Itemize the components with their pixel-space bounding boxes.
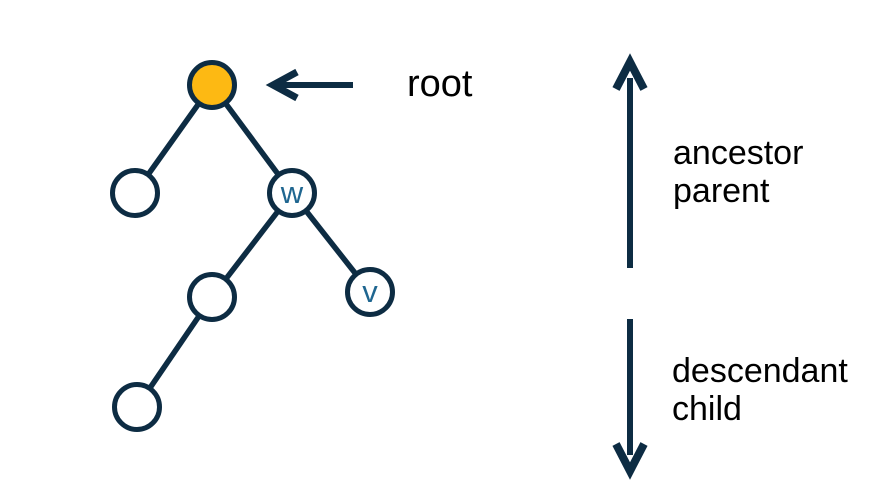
tree-node-w-left xyxy=(187,272,237,322)
tree-node-w-left-left xyxy=(112,382,162,432)
descendant-arrow xyxy=(612,319,648,480)
ancestor-arrow xyxy=(612,53,648,268)
nodes-layer: wv xyxy=(110,60,395,432)
tree-node-v xyxy=(345,267,395,317)
descendant-label-line: descendant xyxy=(672,352,848,390)
arrow-down-head-icon xyxy=(612,442,648,480)
root-arrow xyxy=(265,68,353,102)
child-label-line: child xyxy=(672,390,742,428)
tree-node-left-child xyxy=(110,168,160,218)
tree-node-label-v: v xyxy=(362,274,378,309)
edges-layer xyxy=(132,83,373,409)
tree-node-label-w: w xyxy=(280,175,304,210)
arrow-up-head-icon xyxy=(612,53,648,91)
tree-node-root xyxy=(187,60,237,110)
ancestor-label-line: ancestor xyxy=(673,134,804,172)
arrow-left-head-icon xyxy=(265,68,299,102)
ancestor-parent-label: ancestor parent xyxy=(673,134,803,210)
tree-node-w xyxy=(267,168,317,218)
descendant-child-label: descendant child xyxy=(672,352,848,428)
parent-label-line: parent xyxy=(673,172,770,210)
root-callout-label: root xyxy=(407,63,473,105)
